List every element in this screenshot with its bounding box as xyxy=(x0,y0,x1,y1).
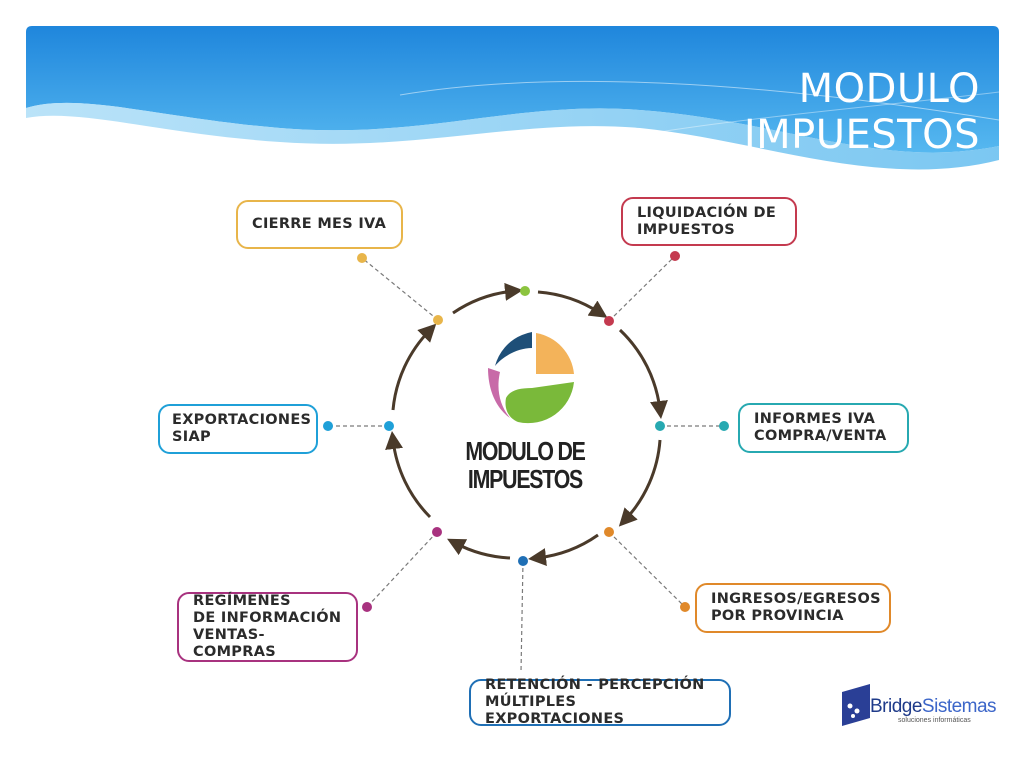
dot-inf-inner xyxy=(655,421,665,431)
arc-6 xyxy=(447,538,511,560)
brand-tagline: soluciones informáticas xyxy=(898,717,971,724)
node-liquidacion-impuestos: LIQUIDACIÓN DE IMPUESTOS xyxy=(621,197,797,246)
node-ingresos-egresos: INGRESOS/EGRESOS POR PROVINCIA xyxy=(695,583,891,633)
node-label: EXPORTACIONES SIAP xyxy=(172,412,312,445)
arc-7 xyxy=(385,431,432,519)
dots xyxy=(323,251,729,612)
header-banner xyxy=(26,26,1000,170)
dot-top xyxy=(520,286,530,296)
dot-inf-outer xyxy=(719,421,729,431)
node-label: CIERRE MES IVA xyxy=(252,216,387,232)
node-retencion-percepcion: RETENCIÓN - PERCEPCIÓN MÚLTIPLES EXPORTA… xyxy=(469,677,731,727)
arc-4 xyxy=(618,439,662,527)
node-regimenes-informacion: REGÍMENES DE INFORMACIÓN VENTAS-COMPRAS xyxy=(177,592,358,662)
slide-title: MODULO IMPUESTOS xyxy=(743,66,980,158)
dot-exp-outer xyxy=(323,421,333,431)
center-module-title: MODULO DE IMPUESTOS xyxy=(455,437,594,493)
dot-ing-outer xyxy=(680,602,690,612)
node-informes-iva: INFORMES IVA COMPRA/VENTA xyxy=(738,403,909,453)
node-label: LIQUIDACIÓN DE IMPUESTOS xyxy=(637,204,777,238)
module-logo xyxy=(488,332,574,424)
dot-cierre-outer xyxy=(357,253,367,263)
center-title-line2: IMPUESTOS xyxy=(467,464,583,494)
brand-name-part2: Sistemas xyxy=(921,696,997,717)
dot-ret-inner xyxy=(518,556,528,566)
dot-ing-inner xyxy=(604,527,614,537)
node-label: REGÍMENES DE INFORMACIÓN VENTAS-COMPRAS xyxy=(193,593,342,660)
dot-exp-inner xyxy=(384,421,394,431)
arc-3 xyxy=(618,328,668,419)
center-title-line1: MODULO DE xyxy=(465,436,585,466)
node-label: RETENCIÓN - PERCEPCIÓN MÚLTIPLES EXPORTA… xyxy=(485,677,705,727)
arc-1 xyxy=(452,282,523,315)
cycle-arrows xyxy=(385,282,668,566)
dot-liq-inner xyxy=(604,316,614,326)
dot-liq-outer xyxy=(670,251,680,261)
node-label: INFORMES IVA COMPRA/VENTA xyxy=(754,411,887,444)
arc-5 xyxy=(528,533,599,566)
connectors xyxy=(328,255,724,673)
arc-2 xyxy=(537,290,608,318)
brand-name-part1: Bridge xyxy=(870,696,922,717)
arc-8 xyxy=(391,323,437,411)
brand-name: BridgeSistemas xyxy=(870,696,997,718)
brand-logo-mark xyxy=(842,684,870,726)
dot-reg-inner xyxy=(432,527,442,537)
dot-reg-outer xyxy=(362,602,372,612)
dot-cierre-inner xyxy=(433,315,443,325)
node-cierre-mes-iva: CIERRE MES IVA xyxy=(236,200,403,249)
node-exportaciones-siap: EXPORTACIONES SIAP xyxy=(158,404,318,454)
node-label: INGRESOS/EGRESOS POR PROVINCIA xyxy=(711,591,881,624)
